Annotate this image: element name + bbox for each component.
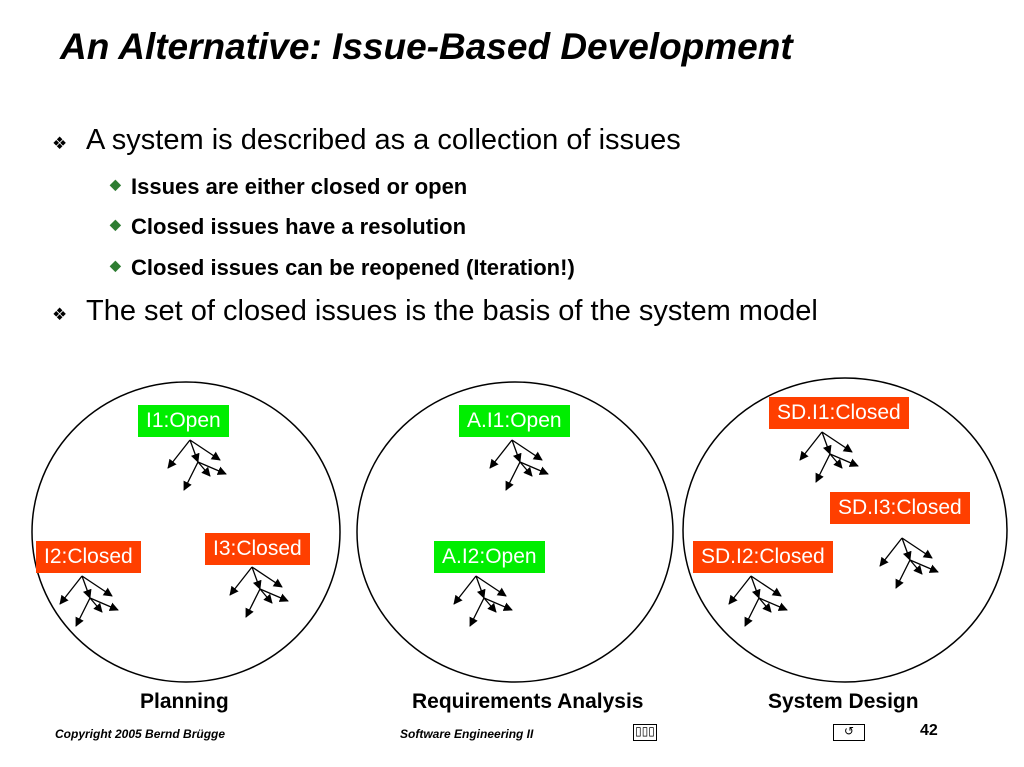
subtree-arrow	[483, 597, 497, 613]
subtree-arrow	[879, 537, 903, 567]
issue-i3-closed: I3:Closed	[205, 533, 310, 565]
subtree-arrow	[821, 431, 832, 455]
subtree-arrow	[750, 575, 782, 597]
subtree-arrow	[519, 461, 549, 475]
subtree-arrow	[750, 575, 761, 599]
subtree-arrow	[59, 575, 83, 605]
subtree-arrow	[489, 439, 513, 469]
sub-bullet-2-text: Closed issues have a resolution	[131, 214, 467, 239]
footer-course: Software Engineering II	[400, 727, 534, 741]
subtree-arrow	[245, 588, 261, 618]
issue-a-i2-open: A.I2:Open	[434, 541, 545, 573]
subtree-arrow	[89, 597, 103, 613]
subtree-arrow	[799, 431, 823, 461]
subtree-arrow	[259, 588, 289, 602]
issue-sd-i2-closed: SD.I2:Closed	[693, 541, 833, 573]
issue-sd-i1-closed: SD.I1:Closed	[769, 397, 909, 429]
subtree-arrow	[251, 566, 283, 588]
footer-copyright: Copyright 2005 Bernd Brügge	[55, 727, 226, 741]
subtree-arrow	[251, 566, 262, 590]
phase-circle-design	[682, 377, 1008, 683]
subtree-arrow	[475, 575, 486, 599]
diamond-bullet-icon: ◆	[110, 257, 121, 273]
subtree-arrow	[229, 566, 253, 596]
book-icon[interactable]: ▯▯▯	[633, 724, 657, 741]
phase-circle-planning	[31, 381, 341, 683]
subtree-arrow	[744, 597, 760, 627]
subtree-arrow	[829, 453, 843, 469]
subtree-arrow	[901, 537, 933, 559]
caption-planning: Planning	[140, 690, 229, 713]
page-number: 42	[920, 722, 938, 739]
bullet-marker-icon: ❖	[52, 134, 68, 153]
sub-bullet-3-text: Closed issues can be reopened (Iteration…	[131, 255, 575, 280]
subtree-arrow	[183, 461, 199, 491]
subtree-arrow	[511, 439, 522, 463]
subtree-arrow	[821, 431, 853, 453]
subtree-arrow	[511, 439, 543, 461]
subtree-arrow	[909, 559, 939, 573]
undo-icon[interactable]: ↺	[833, 724, 865, 741]
subtree-arrow	[829, 453, 859, 467]
subtree-arrow	[469, 597, 485, 627]
bullet-marker-icon: ❖	[52, 305, 68, 324]
phase-circle-requirements	[356, 381, 674, 683]
subtree-arrow	[189, 439, 200, 463]
subtree-arrow	[197, 461, 211, 477]
subtree-arrow	[453, 575, 477, 605]
bullet-1-text: A system is described as a collection of…	[86, 124, 681, 156]
subtree-arrow	[75, 597, 91, 627]
subtree-arrow	[483, 597, 513, 611]
issue-sd-i3-closed: SD.I3:Closed	[830, 492, 970, 524]
issue-subtree-arrows	[59, 431, 939, 627]
subtree-arrow	[89, 597, 119, 611]
issue-i2-closed: I2:Closed	[36, 541, 141, 573]
subtree-arrow	[197, 461, 227, 475]
subtree-arrow	[728, 575, 752, 605]
caption-system-design: System Design	[768, 690, 919, 713]
diamond-bullet-icon: ◆	[110, 176, 121, 192]
subtree-arrow	[259, 588, 273, 604]
issue-a-i1-open: A.I1:Open	[459, 405, 570, 437]
subtree-arrow	[505, 461, 521, 491]
caption-requirements-analysis: Requirements Analysis	[412, 690, 644, 713]
subtree-arrow	[901, 537, 912, 561]
subtree-arrow	[475, 575, 507, 597]
subtree-arrow	[189, 439, 221, 461]
subtree-arrow	[758, 597, 788, 611]
subtree-arrow	[81, 575, 113, 597]
diamond-bullet-icon: ◆	[110, 216, 121, 232]
subtree-arrow	[758, 597, 772, 613]
subtree-arrow	[909, 559, 923, 575]
subtree-arrow	[519, 461, 533, 477]
issue-i1-open: I1:Open	[138, 405, 229, 437]
slide-title: An Alternative: Issue-Based Development	[60, 26, 793, 67]
subtree-arrow	[81, 575, 92, 599]
sub-bullet-1-text: Issues are either closed or open	[131, 174, 468, 199]
subtree-arrow	[895, 559, 911, 589]
bullet-2-text: The set of closed issues is the basis of…	[86, 295, 818, 327]
subtree-arrow	[815, 453, 831, 483]
subtree-arrow	[167, 439, 191, 469]
